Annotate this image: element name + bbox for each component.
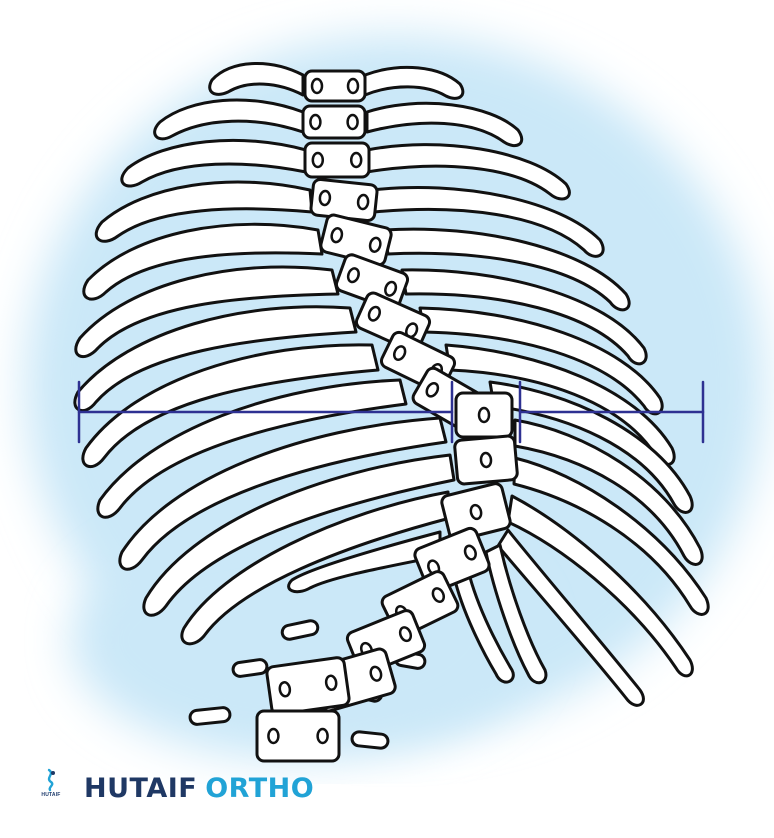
vertebra	[303, 69, 367, 103]
pedicle-mark	[309, 113, 322, 131]
vertebra	[453, 434, 519, 486]
vertebra	[440, 482, 512, 542]
pedicle-mark	[310, 77, 324, 95]
transverse-process	[188, 706, 232, 726]
brand-word-primary: HUTAIF	[84, 772, 198, 804]
pedicle-mark	[368, 236, 382, 253]
transverse-process	[350, 730, 390, 750]
pedicle-mark	[469, 503, 483, 521]
pedicle-mark	[267, 727, 280, 745]
pedicle-mark	[356, 193, 370, 211]
vertebra-body	[303, 69, 367, 103]
pedicle-mark	[349, 151, 363, 169]
brand-logo: HUTAIF	[36, 768, 66, 808]
pedicle-mark	[398, 626, 413, 643]
vertebra	[301, 104, 367, 140]
pedicle-mark	[369, 665, 383, 682]
pedicle-mark	[330, 227, 344, 244]
pedicle-mark	[346, 77, 360, 95]
vertebra	[255, 709, 341, 763]
pedicle-mark	[463, 544, 477, 561]
pedicle-mark	[392, 345, 407, 361]
spine-logo-icon	[47, 768, 55, 792]
pedicle-mark	[367, 305, 381, 322]
vertebra-body	[265, 656, 351, 716]
transverse-process	[280, 619, 320, 641]
vertebra	[265, 656, 351, 716]
measurement-lines	[77, 380, 705, 444]
transverse-process	[231, 658, 269, 678]
brand-word-accent: ORTHO	[205, 772, 315, 804]
pedicle-mark	[477, 406, 491, 424]
vertebra-body	[301, 104, 367, 140]
pedicle-mark	[346, 113, 359, 131]
vertebra	[303, 141, 371, 179]
pedicle-mark	[324, 674, 338, 691]
logo-caption: HUTAIF	[41, 792, 61, 798]
vertebra	[309, 177, 379, 223]
pedicle-mark	[431, 587, 446, 603]
pedicle-mark	[318, 189, 332, 207]
left-ribs	[73, 62, 456, 646]
pedicle-mark	[479, 451, 493, 469]
pedicle-mark	[384, 280, 398, 297]
pedicle-mark	[316, 727, 329, 745]
spine-vertebrae	[188, 69, 519, 763]
vertebra-body	[303, 141, 371, 179]
vertebra	[454, 391, 514, 439]
pedicle-mark	[425, 381, 440, 398]
pedicle-mark	[278, 681, 292, 698]
right-ribs	[363, 65, 710, 707]
pedicle-mark	[311, 151, 325, 169]
pedicle-mark	[346, 267, 360, 284]
vertebra-body	[255, 709, 341, 763]
